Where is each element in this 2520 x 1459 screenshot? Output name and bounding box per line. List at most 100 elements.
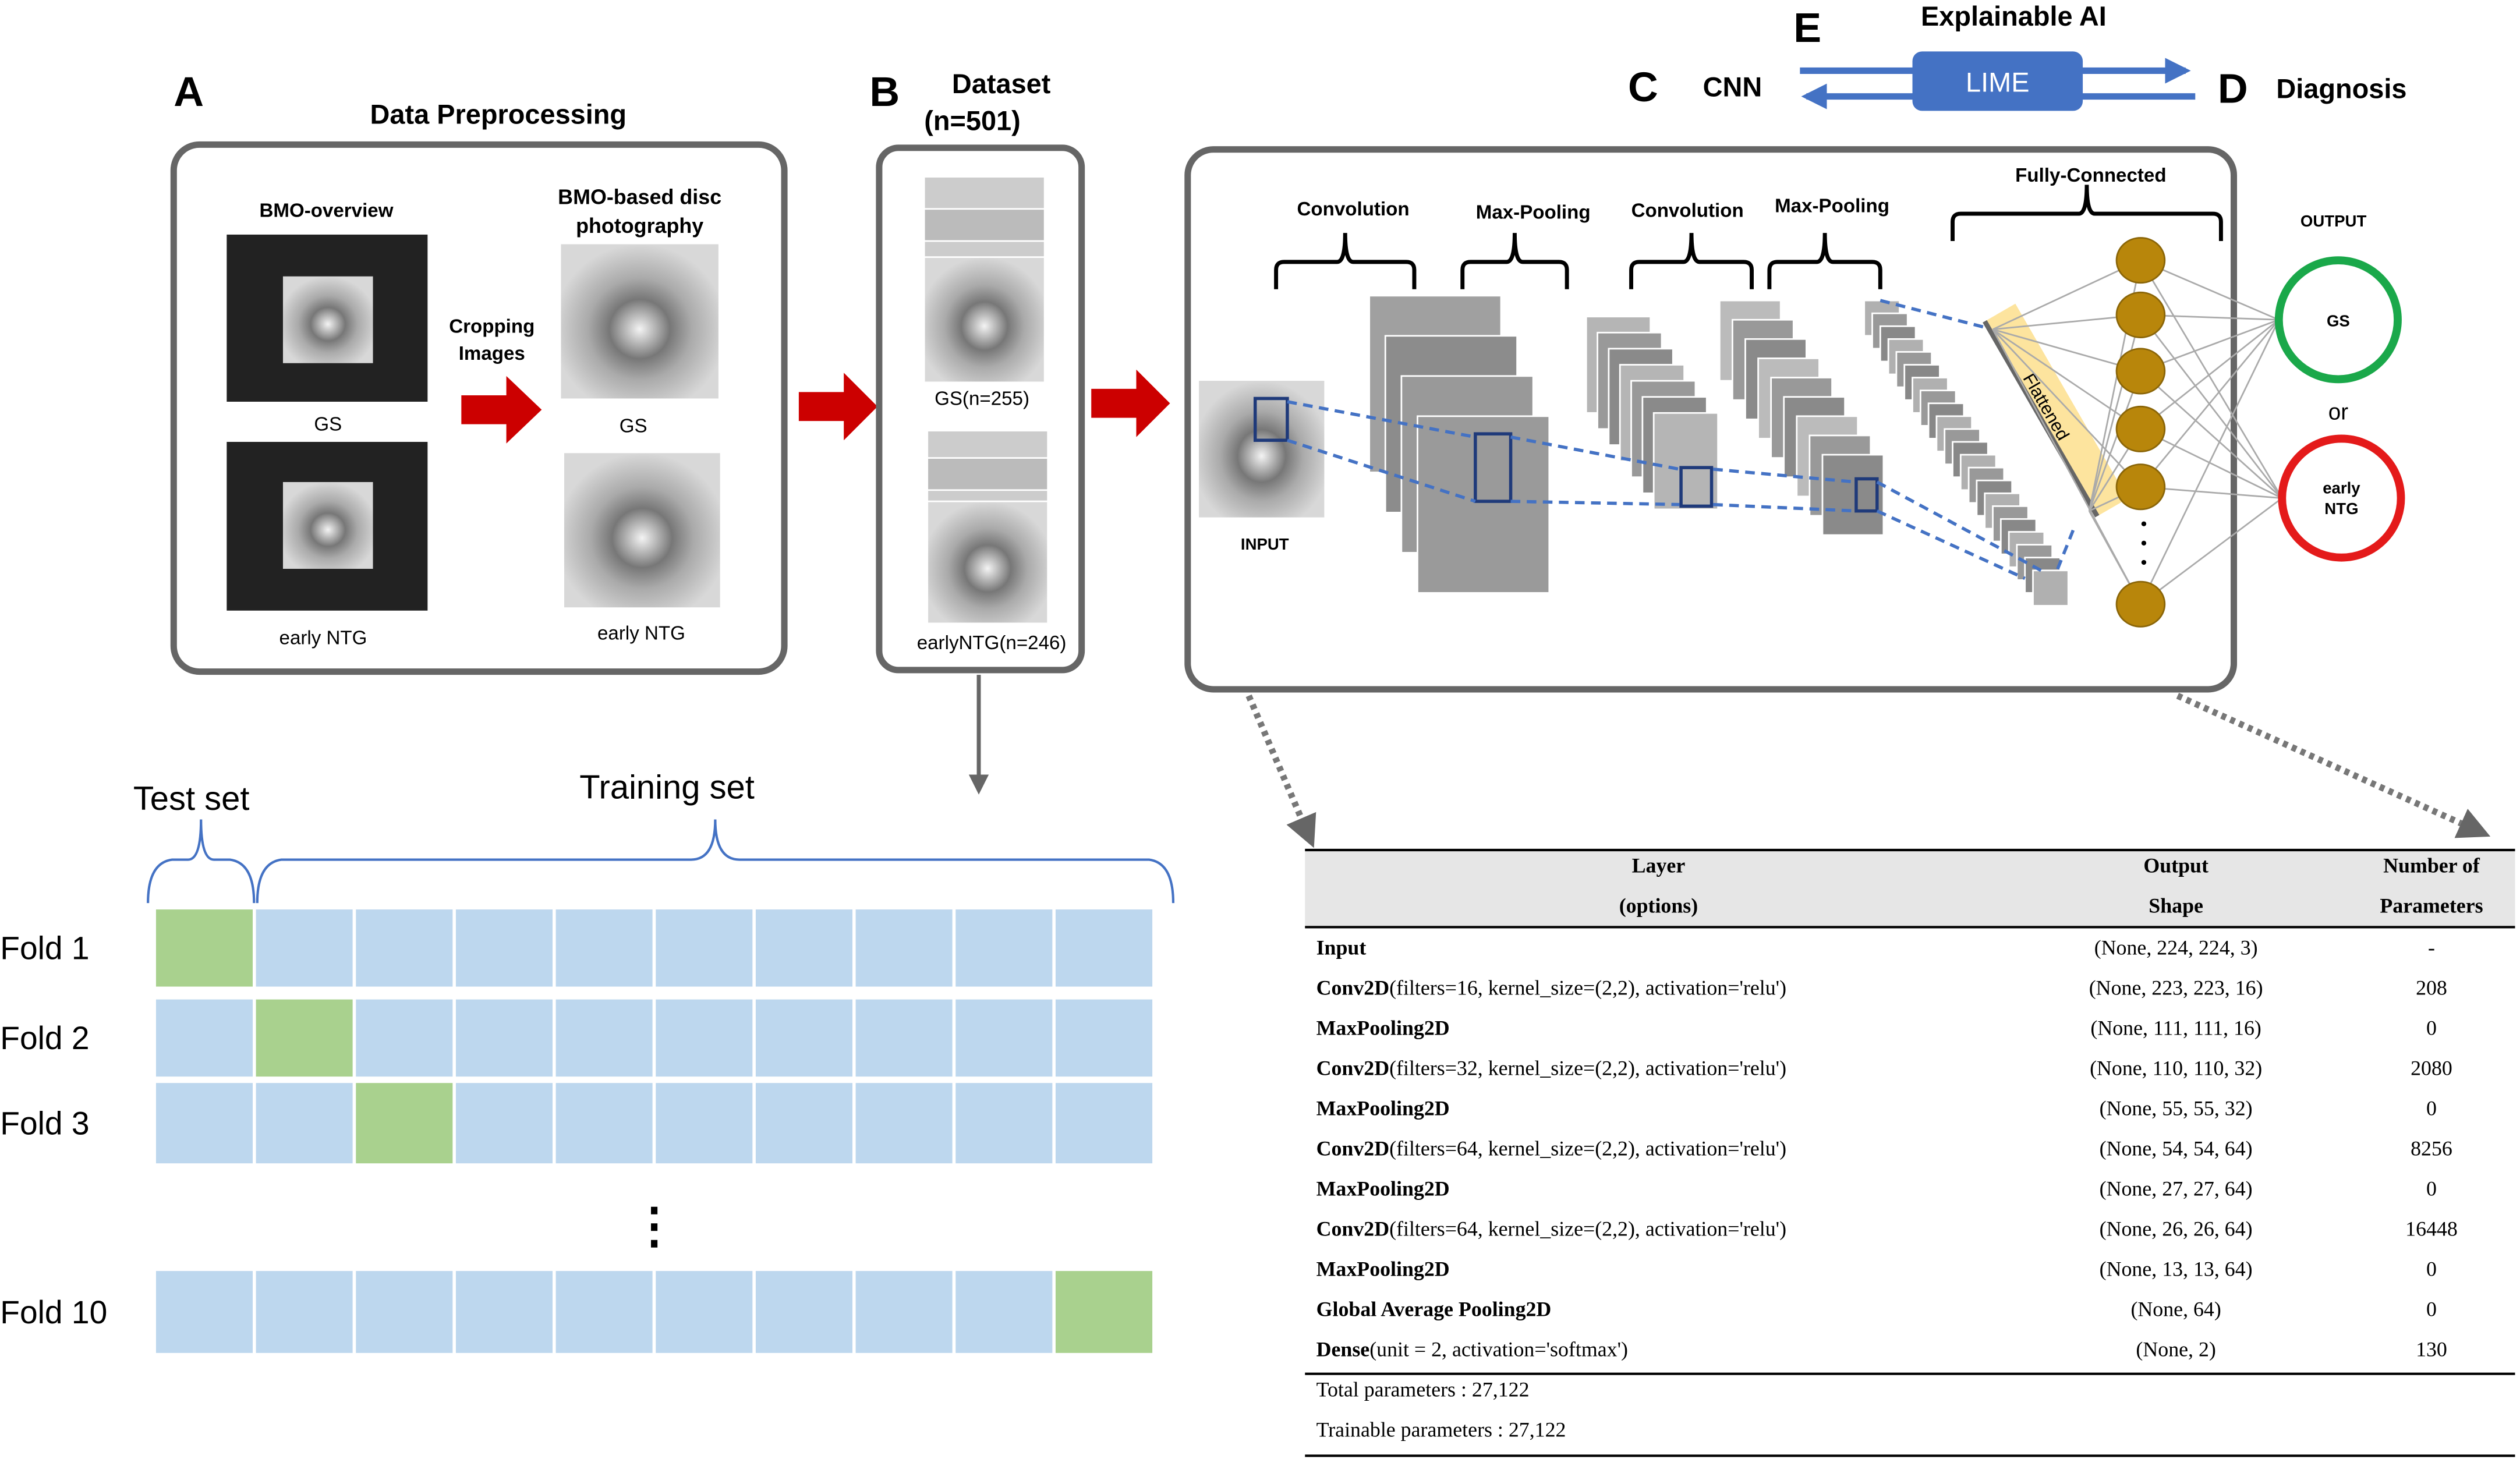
early-ntg-label: early NTG (279, 628, 367, 649)
train-fold-cell (553, 996, 656, 1080)
feature-map (2032, 569, 2069, 607)
train-fold-cell (153, 1079, 256, 1167)
table-header: Number of (2383, 854, 2480, 877)
bmo-overview-gs-image (226, 234, 428, 402)
fold-row: Fold 10 (0, 1267, 1156, 1357)
params-cell: 0 (2426, 1297, 2437, 1320)
layer-cell: MaxPooling2D (1316, 1177, 1450, 1200)
ntg-output-circle (2278, 434, 2405, 562)
train-fold-cell (652, 1079, 756, 1167)
brace-icon (1767, 233, 1882, 289)
table-row: MaxPooling2D(None, 13, 13, 64)0 (1316, 1257, 2437, 1280)
training-set-label: Training set (579, 769, 755, 806)
layer-options: (filters=16, kernel_size=(2,2), activati… (1389, 976, 1786, 999)
train-fold-cell (452, 1079, 556, 1167)
xai-header: E Explainable AI C CNN D Diagnosis LIME (1628, 1, 2406, 112)
disc-ntg-image (564, 453, 720, 608)
brace-icon (1460, 233, 1569, 289)
params-cell: 130 (2416, 1337, 2447, 1361)
test-fold-cell (153, 906, 256, 990)
train-fold-cell (1052, 1079, 1156, 1167)
shape-cell: (None, 224, 224, 3) (2094, 936, 2258, 959)
feature-map (1417, 415, 1551, 594)
or-label: or (2328, 399, 2348, 424)
cnn-box (1184, 146, 2238, 693)
table-header: (options) (1619, 894, 1698, 918)
output-label: OUTPUT (2300, 212, 2367, 230)
shape-cell: (None, 110, 110, 32) (2090, 1056, 2262, 1079)
table-header: Output (2143, 854, 2208, 877)
table-row: Conv2D(filters=16, kernel_size=(2,2), ac… (1316, 976, 2447, 999)
bmo-disc-label-1: BMO-based disc (558, 186, 721, 209)
params-cell: - (2428, 936, 2435, 959)
convolution-label-1: Convolution (1297, 199, 1410, 220)
cropping-label-2: Images (459, 343, 525, 364)
disc-ntg-label: early NTG (597, 622, 685, 644)
train-fold-cell (752, 1267, 856, 1357)
neuron-ellipsis (2141, 540, 2147, 546)
layer-options: (filters=64, kernel_size=(2,2), activati… (1389, 1136, 1786, 1160)
table-row: MaxPooling2D(None, 55, 55, 32)0 (1316, 1096, 2437, 1120)
fold-ellipsis: ⋮ (630, 1198, 678, 1252)
layer-cell: Global Average Pooling2D (1316, 1297, 1552, 1320)
layer-cell: Conv2D(filters=32, kernel_size=(2,2), ac… (1316, 1056, 1787, 1079)
ntg-count-label: earlyNTG(n=246) (917, 632, 1067, 654)
convolution-label-2: Convolution (1631, 200, 1744, 222)
shape-cell: (None, 55, 55, 32) (2100, 1096, 2253, 1120)
fold-label: Fold 1 (0, 930, 89, 966)
params-cell: 16448 (2405, 1217, 2458, 1240)
params-cell: 0 (2426, 1096, 2437, 1120)
fold-row: Fold 3 (0, 1079, 1156, 1167)
panel-e-letter: E (1793, 5, 1821, 51)
ntg-output-label: NTG (2324, 500, 2358, 518)
layer-name: Conv2D (1316, 976, 1390, 999)
layer-cell: Input (1316, 936, 1367, 959)
train-fold-cell (553, 906, 656, 990)
fold-label: Fold 3 (0, 1105, 89, 1141)
neuron (2115, 348, 2166, 395)
table-row: Global Average Pooling2D(None, 64)0 (1316, 1297, 2437, 1320)
arrow-a-to-b-icon (798, 373, 878, 441)
preprocessing-box (170, 141, 788, 675)
train-fold-cell (452, 1267, 556, 1357)
train-fold-cell (253, 1267, 356, 1357)
fold-row: Fold 1 (0, 906, 1156, 990)
train-fold-cell (253, 1079, 356, 1167)
shape-cell: (None, 2) (2136, 1337, 2215, 1361)
input-receptive-field (1253, 396, 1289, 442)
train-fold-cell (352, 996, 456, 1080)
input-label: INPUT (1241, 535, 1289, 553)
brace-icon (1951, 185, 2223, 241)
gs-output-label: GS (2327, 311, 2350, 330)
bmo-overview-label: BMO-overview (259, 200, 393, 222)
table-row: MaxPooling2D(None, 27, 27, 64)0 (1316, 1177, 2437, 1200)
train-fold-cell (1052, 996, 1156, 1080)
layer-cell: Conv2D(filters=16, kernel_size=(2,2), ac… (1316, 976, 1787, 999)
total-parameters: Total parameters : 27,122 (1316, 1377, 1530, 1401)
train-fold-cell (852, 906, 956, 990)
neuron-ellipsis (2141, 559, 2147, 565)
ntg-image-stack (926, 430, 1049, 625)
train-fold-cell (452, 996, 556, 1080)
fold-label: Fold 10 (0, 1294, 107, 1330)
train-fold-cell (153, 996, 256, 1080)
layer-options: (filters=64, kernel_size=(2,2), activati… (1389, 1217, 1786, 1240)
train-fold-cell (952, 906, 1056, 990)
layer-name: Input (1316, 936, 1367, 959)
fold-label: Fold 2 (0, 1020, 89, 1056)
max-pooling-label-2: Max-Pooling (1775, 195, 1889, 217)
fold-row: Fold 2 (0, 996, 1156, 1080)
params-cell: 0 (2426, 1177, 2437, 1200)
train-fold-cell (752, 906, 856, 990)
train-fold-cell (852, 1267, 956, 1357)
brace-icon (1629, 233, 1754, 289)
dotted-arrow-left-icon (1245, 694, 1316, 848)
arrow-b-to-c-icon (1091, 369, 1170, 437)
layer-cell: MaxPooling2D (1316, 1257, 1450, 1280)
receptive-field (1474, 432, 1513, 503)
train-fold-cell (153, 1267, 256, 1357)
shape-cell: (None, 111, 111, 16) (2090, 1016, 2261, 1039)
table-row: Dense(unit = 2, activation='softmax')(No… (1316, 1337, 2447, 1361)
